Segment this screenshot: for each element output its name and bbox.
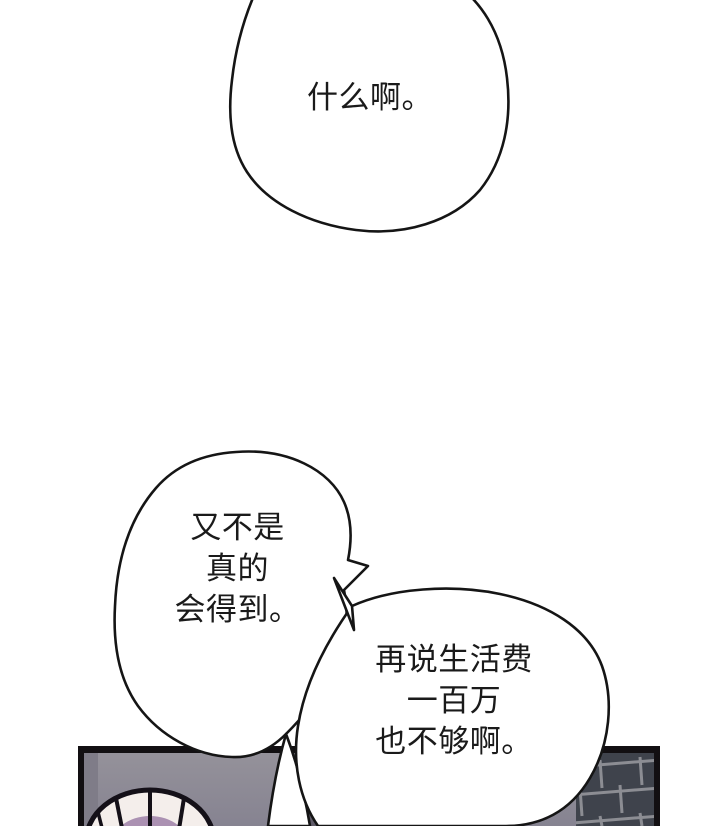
wall-left-strip	[84, 750, 98, 826]
speech-bubble-3-tail	[332, 576, 356, 632]
speech-bubble-2-text: 又不是 真的 会得到。	[174, 510, 301, 627]
speech-bubble-1-text: 什么啊。	[307, 80, 433, 115]
speech-bubble-3-text: 再说生活费 一百万 也不够啊。	[375, 642, 533, 759]
character-head	[83, 787, 217, 826]
speech-bubble-3	[294, 587, 611, 826]
hair-strand	[96, 811, 110, 826]
speech-bubble-1	[228, 0, 510, 233]
speech-bubble-2	[113, 450, 370, 759]
speech-bubble-2-tail	[266, 732, 312, 826]
hair-strand	[114, 797, 128, 826]
hair-strand	[174, 797, 186, 826]
